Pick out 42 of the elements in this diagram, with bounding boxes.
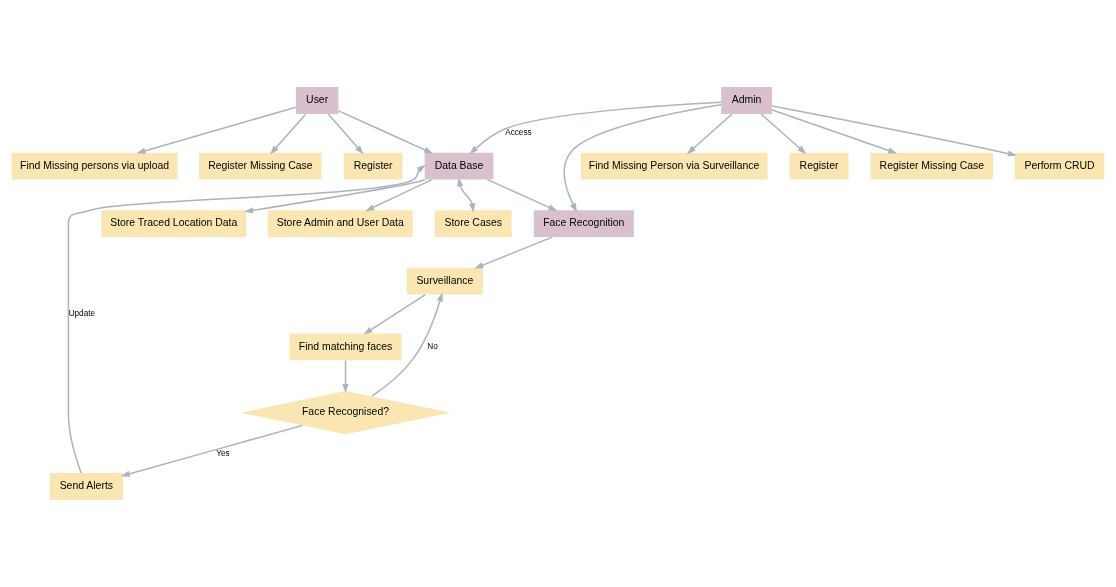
arrow [342,359,349,394]
arrow [327,113,364,155]
node-box: Admin [721,87,772,114]
arrow [270,113,307,155]
arrow [760,113,807,155]
node-box: Register Missing Case [870,152,994,180]
node-box: Perform CRUD [1014,152,1105,180]
node-box: Find Missing persons via upload [11,152,178,180]
arrow [363,294,426,335]
node-box: Data Base [424,152,494,180]
arrow [337,110,433,154]
arrow [771,105,1017,157]
arrow [365,178,433,212]
node-box: Store Cases [434,210,512,238]
node-box: User [295,87,339,114]
arrow [371,292,443,397]
arrow [120,424,303,477]
node-box: Surveillance [406,267,483,295]
edge-label: Access [505,128,532,138]
node-box: Send Alerts [49,473,123,500]
arrow [67,164,426,474]
node-box: Store Admin and User Data [267,210,413,238]
node-box: Register [343,152,403,180]
arrow [771,109,898,154]
arrow [563,104,722,213]
arrow [474,236,553,269]
node-box: Register [789,152,849,180]
node-box: Find matching faces [289,333,402,361]
edge-label: Update [68,309,96,319]
arrow [486,178,558,212]
arrow [456,177,476,213]
node-box: Register Missing Case [199,152,322,180]
node-diamond: Face Recognised? [240,390,451,435]
arrow [686,113,733,155]
arrow [136,106,297,154]
node-box: Face Recognition [533,210,634,238]
arrow [469,101,722,155]
edge-label: No [427,341,438,351]
node-box: Store Traced Location Data [101,210,247,238]
arrow [244,178,426,214]
edge-label: Yes [216,448,230,458]
node-box: Find Missing Person via Surveillance [580,152,768,180]
